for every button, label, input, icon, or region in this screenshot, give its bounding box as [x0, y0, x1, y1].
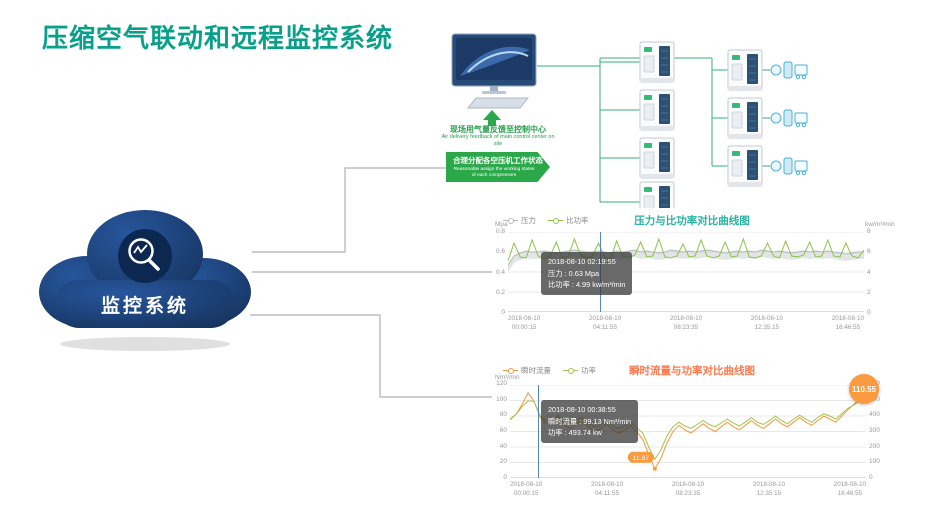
air-equipment-icon	[770, 109, 808, 128]
compressor-unit	[639, 41, 675, 83]
assign-text-en: Reasonable assign the working states of …	[453, 167, 535, 178]
tooltip-row: 功率 : 493.74 kw	[548, 428, 602, 438]
legend-item-power[interactable]: 功率	[563, 365, 596, 376]
tooltip-time: 2018-08-10 02:19:55	[548, 257, 616, 266]
legend-item-pressure[interactable]: 压力	[503, 215, 536, 226]
legend-item-flow[interactable]: 瞬时流量	[503, 365, 551, 376]
air-equipment-icon	[770, 157, 808, 176]
specific-power-series-marker-icon	[548, 217, 563, 224]
assign-banner: 合理分配各空压机工作状态 Reasonable assign the worki…	[446, 152, 550, 182]
tooltip-time: 2018-08-10 00:38:55	[548, 405, 616, 414]
tooltip-row: 比功率 : 4.99 kw/m³/min	[548, 280, 626, 290]
compressor-unit	[639, 137, 675, 179]
chart1-left-axis-unit: Mpa	[495, 221, 508, 228]
tooltip-row: 压力 : 0.63 Mpa	[548, 268, 600, 278]
legend-label: 功率	[581, 366, 596, 375]
max-value-badge: 110.55	[849, 374, 879, 404]
chart1-right-axis-unit: kw/m³/min	[865, 221, 895, 228]
chart1-title: 压力与比功率对比曲线图	[634, 215, 750, 227]
legend-item-specific-power[interactable]: 比功率	[548, 215, 589, 226]
legend-label: 压力	[521, 216, 536, 225]
point-annotation: 11.87	[627, 451, 657, 471]
assign-text-cn: 合理分配各空压机工作状态	[453, 156, 543, 165]
power-series-marker-icon	[563, 367, 578, 374]
chart2-left-axis-unit: Nm³/min	[495, 374, 520, 381]
cloud-shadow	[60, 337, 230, 351]
legend-label: 瞬时流量	[521, 366, 551, 375]
chart1-tooltip: 2018-08-10 02:19:55 压力 : 0.63 Mpa 比功率 : …	[541, 252, 633, 296]
feedback-arrow-icon	[483, 110, 501, 126]
compressor-unit	[727, 97, 763, 139]
monitoring-cloud: 监控系统	[39, 210, 251, 351]
compressor-unit	[727, 49, 763, 91]
chart2-title: 瞬时流量与功率对比曲线图	[629, 365, 755, 377]
keyboard-icon	[466, 97, 530, 109]
flow-series-marker-icon	[503, 367, 518, 374]
feedback-text-cn: 现场用气量反馈至控制中心	[450, 125, 546, 134]
tooltip-row: 瞬时流量 : 99.13 Nm³/min	[548, 416, 632, 426]
cloud-label: 监控系统	[101, 294, 189, 317]
chart1-legend: 压力 比功率	[503, 215, 589, 226]
svg-text:11.87: 11.87	[633, 455, 650, 462]
chart2-tooltip: 2018-08-10 00:38:55 瞬时流量 : 99.13 Nm³/min…	[541, 400, 639, 444]
compressor-unit	[639, 89, 675, 131]
legend-label: 比功率	[566, 216, 589, 225]
compressor-unit	[727, 145, 763, 187]
system-diagram-svg	[451, 33, 808, 218]
page-title: 压缩空气联动和远程监控系统	[42, 23, 394, 53]
monitor-icon	[451, 33, 537, 109]
magnifier-icon	[118, 229, 172, 283]
chart2-legend: 瞬时流量 功率	[503, 365, 596, 376]
pressure-series-marker-icon	[503, 217, 518, 224]
feedback-text-en: Air delivery feedback of main control ce…	[441, 134, 555, 147]
air-equipment-icon	[770, 61, 808, 80]
